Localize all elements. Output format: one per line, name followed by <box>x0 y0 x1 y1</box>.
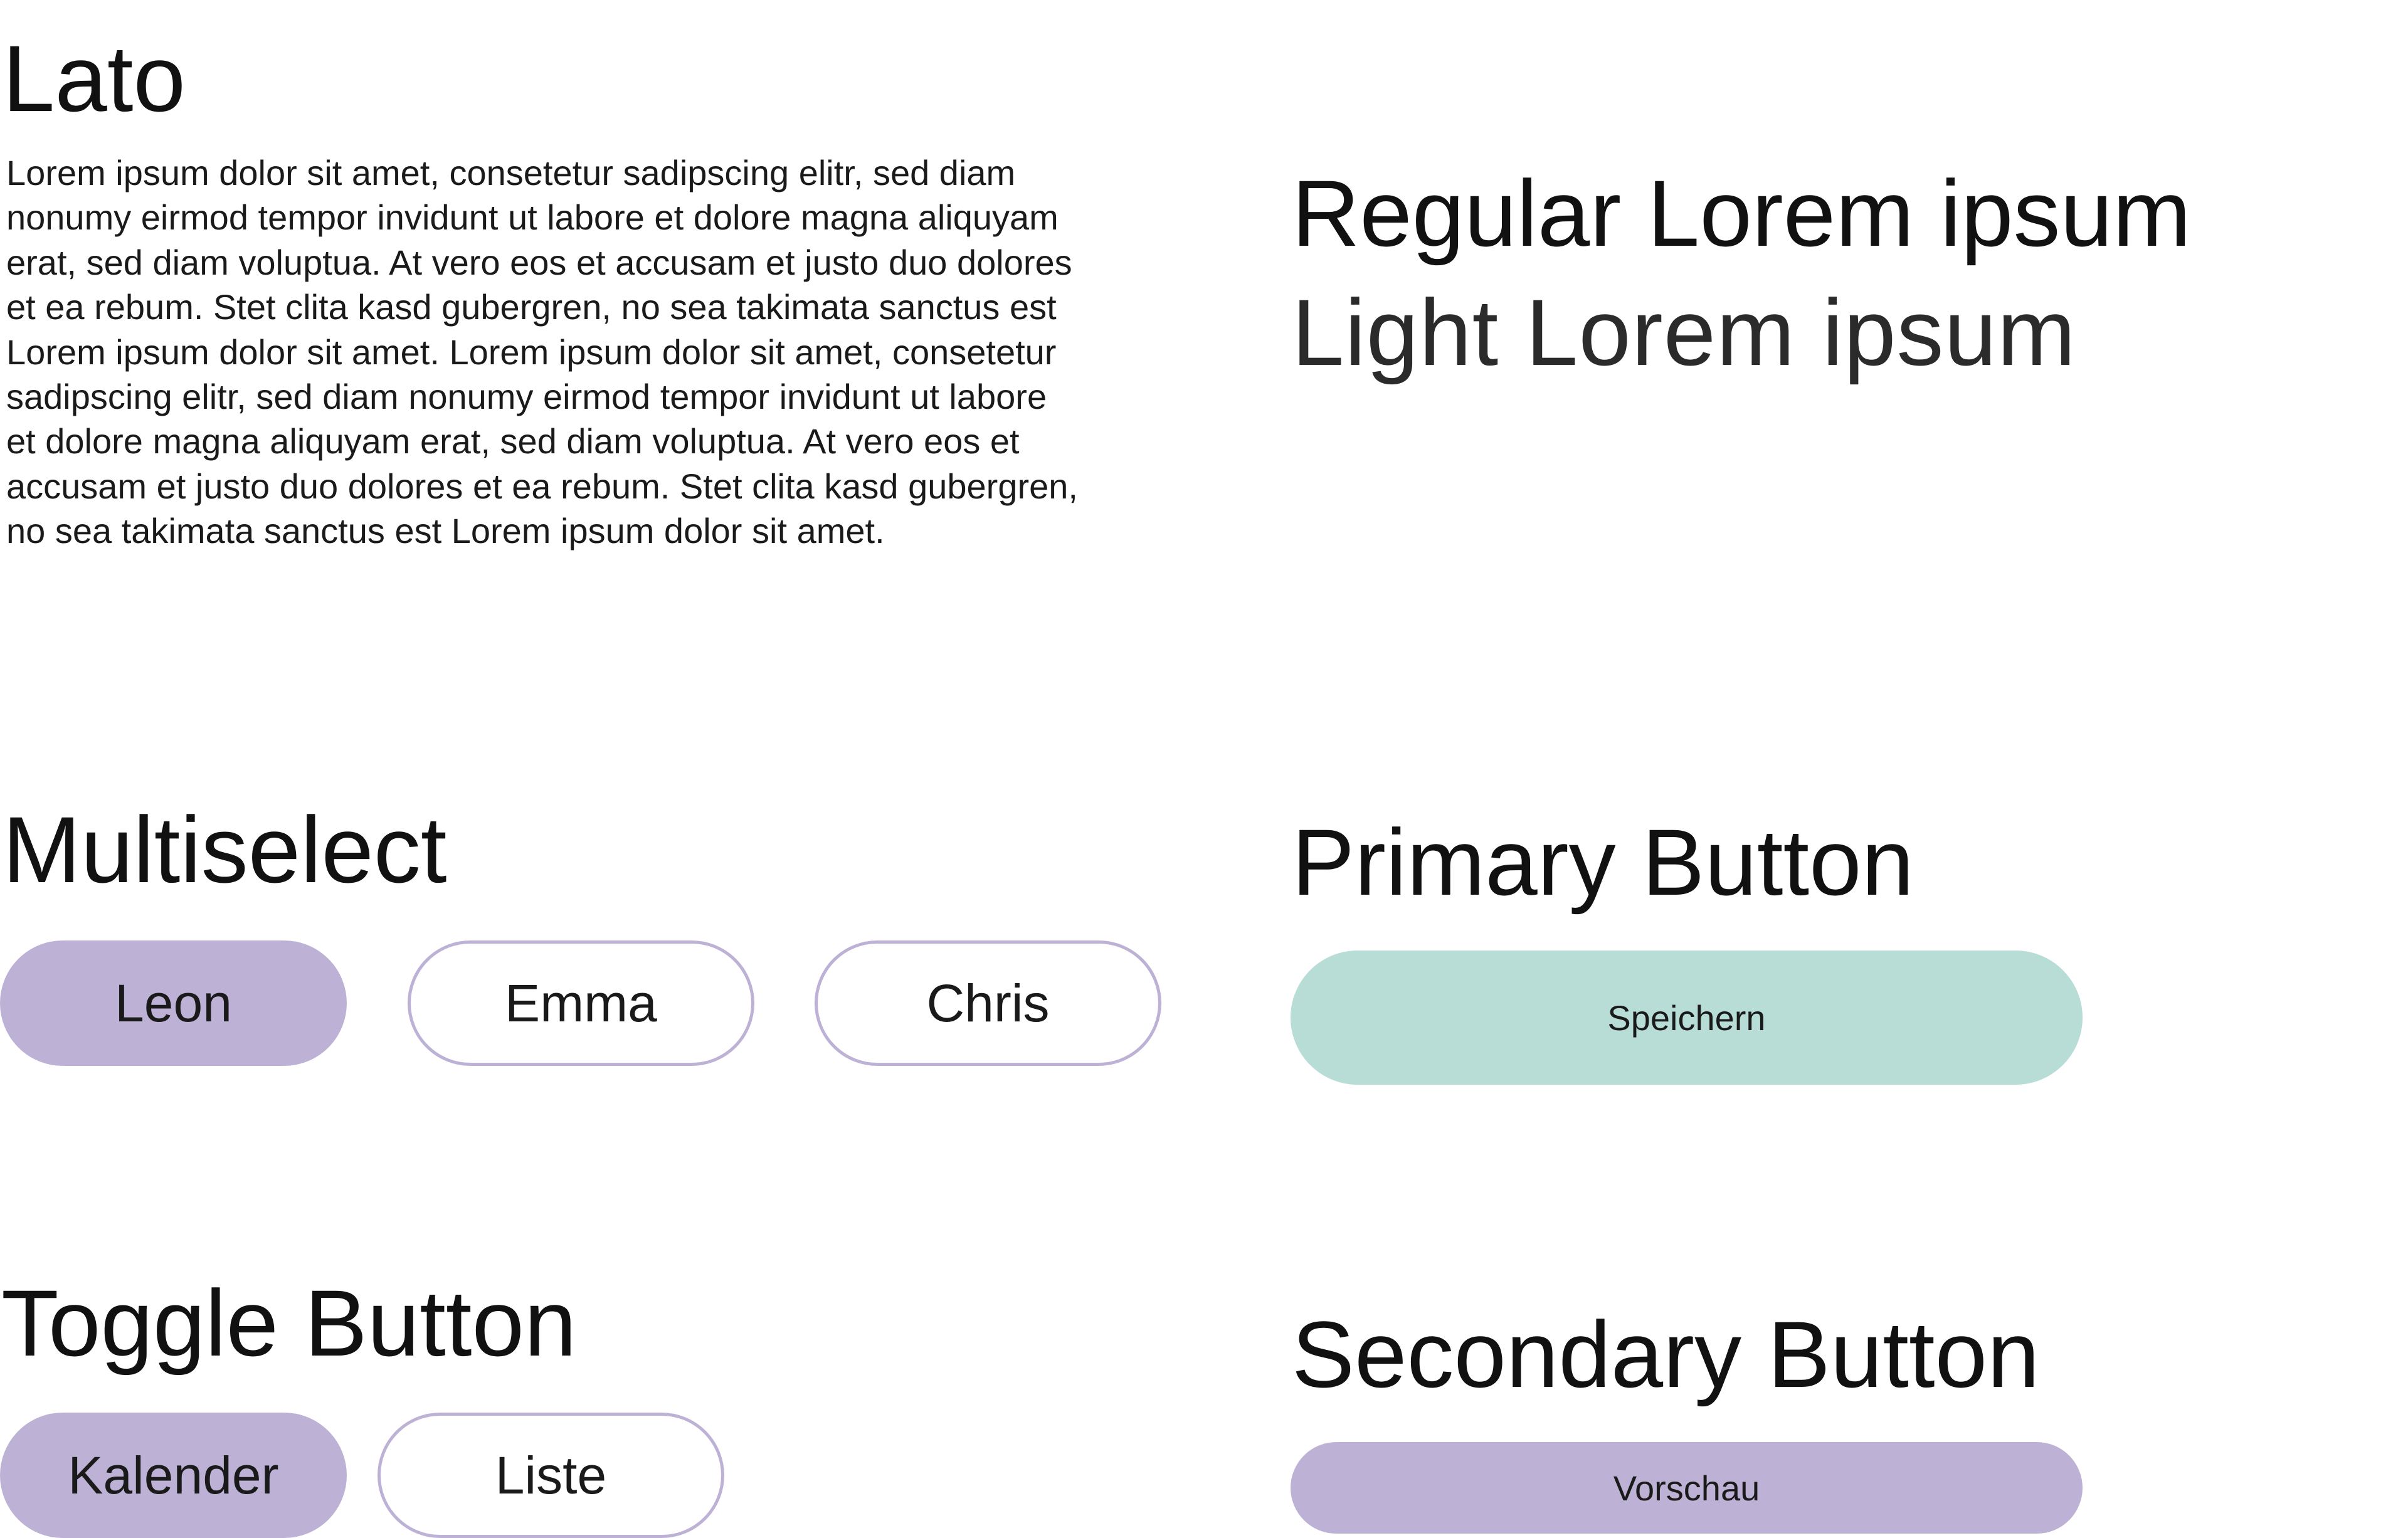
toggle-button-heading: Toggle Button <box>1 1270 577 1376</box>
regular-weight-sample: Regular Lorem ipsum <box>1292 161 2191 266</box>
secondary-button-heading: Secondary Button <box>1292 1302 2040 1407</box>
light-weight-sample: Light Lorem ipsum <box>1292 280 2076 385</box>
toggle-option-kalender[interactable]: Kalender <box>0 1413 347 1538</box>
multiselect-option-leon[interactable]: Leon <box>0 940 347 1066</box>
primary-button-heading: Primary Button <box>1292 809 1914 915</box>
toggle-option-liste[interactable]: Liste <box>378 1413 724 1538</box>
toggle-option-label: Liste <box>495 1445 607 1505</box>
save-button[interactable]: Speichern <box>1291 951 2083 1085</box>
font-name-heading: Lato <box>3 26 186 131</box>
toggle-option-label: Kalender <box>68 1445 279 1505</box>
multiselect-option-chris[interactable]: Chris <box>815 940 1161 1066</box>
multiselect-option-label: Chris <box>926 973 1050 1033</box>
font-sample-paragraph: Lorem ipsum dolor sit amet, consetetur s… <box>6 153 1078 551</box>
preview-button-label: Vorschau <box>1613 1468 1760 1508</box>
multiselect-option-emma[interactable]: Emma <box>408 940 754 1066</box>
multiselect-heading: Multiselect <box>3 797 447 902</box>
save-button-label: Speichern <box>1607 998 1766 1038</box>
preview-button[interactable]: Vorschau <box>1291 1442 2083 1534</box>
multiselect-option-label: Leon <box>115 973 232 1033</box>
multiselect-option-label: Emma <box>505 973 657 1033</box>
